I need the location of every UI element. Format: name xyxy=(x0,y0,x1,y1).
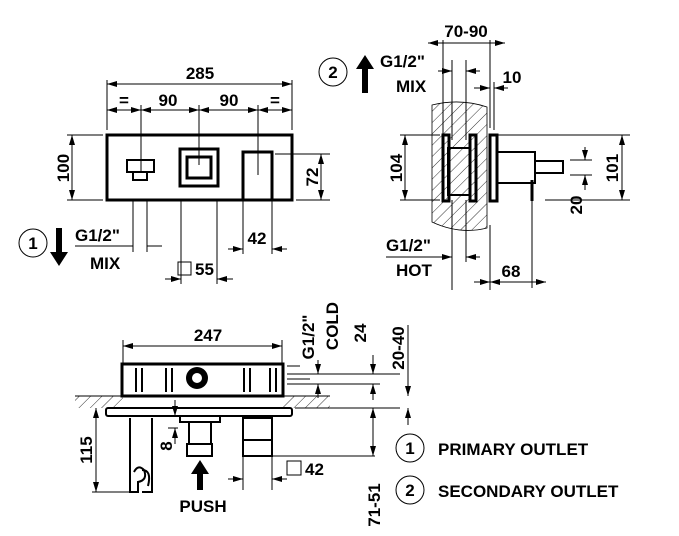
projection-label: 68 xyxy=(502,262,521,281)
wall-section xyxy=(431,101,488,231)
side-height-label: 104 xyxy=(387,153,406,182)
dim-range-label: 20-40 xyxy=(389,326,408,369)
legend: 1 PRIMARY OUTLET 2 SECONDARY OUTLET xyxy=(395,433,619,505)
flange-offset-label: 10 xyxy=(503,68,522,87)
hot-thread-label: G1/2" xyxy=(386,236,431,255)
wall-gap xyxy=(123,396,283,408)
outlet-type-label: MIX xyxy=(90,254,121,273)
legend-1-label: PRIMARY OUTLET xyxy=(438,440,589,459)
side-outlet-type-label: MIX xyxy=(396,77,427,96)
valve-body xyxy=(496,151,536,184)
outlet-2-number: 2 xyxy=(328,63,337,82)
depth-label: 115 xyxy=(77,436,96,463)
protrusion-label: 71-51 xyxy=(365,483,384,526)
plate-height-label: 101 xyxy=(603,154,622,182)
legend-2-number: 2 xyxy=(405,481,414,500)
legend-1-circle xyxy=(395,433,425,463)
outlet-1-number: 1 xyxy=(28,234,37,253)
height-label: 100 xyxy=(54,154,73,182)
button-height-label: 72 xyxy=(303,168,322,187)
legend-item-secondary-outlet: 2 SECONDARY OUTLET xyxy=(395,475,619,505)
mix-outlet-thread xyxy=(132,171,148,181)
side-outlet-thread-label: G1/2" xyxy=(380,52,425,71)
wall-depth-label: 70-90 xyxy=(444,22,487,41)
push-tip xyxy=(186,443,213,457)
offset-label: 20 xyxy=(567,196,586,215)
flange-3 xyxy=(488,133,499,203)
spacing-left-label: 90 xyxy=(159,91,178,110)
bottom-view: 247 G1/2" COLD 24 20-40 115 8 PUSH 42 71… xyxy=(75,302,411,527)
equal-right-label: = xyxy=(270,91,280,110)
body-ribs xyxy=(135,368,277,392)
square-size-label: 55 xyxy=(195,260,214,279)
diverter-button xyxy=(242,417,273,457)
dim-24-label: 24 xyxy=(351,323,370,342)
push-stem xyxy=(188,421,212,445)
front-view: 285 = 90 90 = 100 72 1 G1/2" MIX 42 55 xyxy=(18,64,330,284)
arrow-up-icon xyxy=(356,55,374,93)
spacing-right-label: 90 xyxy=(220,91,239,110)
outlet-1-circle xyxy=(18,228,48,258)
outlet-2-circle xyxy=(318,57,348,87)
overall-width-label: 285 xyxy=(186,64,214,83)
outlet-thread-label: G1/2" xyxy=(75,226,120,245)
square-symbol-icon xyxy=(177,261,192,276)
valve-spout xyxy=(534,160,564,174)
legend-1-number: 1 xyxy=(405,439,414,458)
bottom-square-size-label: 42 xyxy=(305,460,324,479)
button-width-label: 42 xyxy=(248,229,267,248)
legend-item-primary-outlet: 1 PRIMARY OUTLET xyxy=(395,433,589,463)
cold-type-label: COLD xyxy=(323,302,342,350)
mounting-plate xyxy=(105,407,293,417)
push-arrow-up-icon xyxy=(191,460,209,490)
cold-inlet-hole xyxy=(192,373,202,383)
hand-shower-hook xyxy=(129,418,153,493)
bottom-body xyxy=(120,362,285,398)
hot-type-label: HOT xyxy=(396,261,433,280)
arrow-down-icon xyxy=(50,228,68,266)
legend-2-label: SECONDARY OUTLET xyxy=(438,482,619,501)
legend-2-circle xyxy=(395,475,425,505)
flange-2 xyxy=(468,133,478,203)
square-symbol-icon-2 xyxy=(286,460,302,476)
side-view: 70-90 2 G1/2" MIX 10 104 101 20 G1/2" HO… xyxy=(318,22,630,290)
push-gap-label: 8 xyxy=(157,441,176,450)
bottom-width-label: 247 xyxy=(194,326,222,345)
flange-1 xyxy=(441,133,451,203)
cold-thread-label: G1/2" xyxy=(299,315,318,360)
equal-left-label: = xyxy=(119,91,129,110)
push-label: PUSH xyxy=(179,497,226,516)
